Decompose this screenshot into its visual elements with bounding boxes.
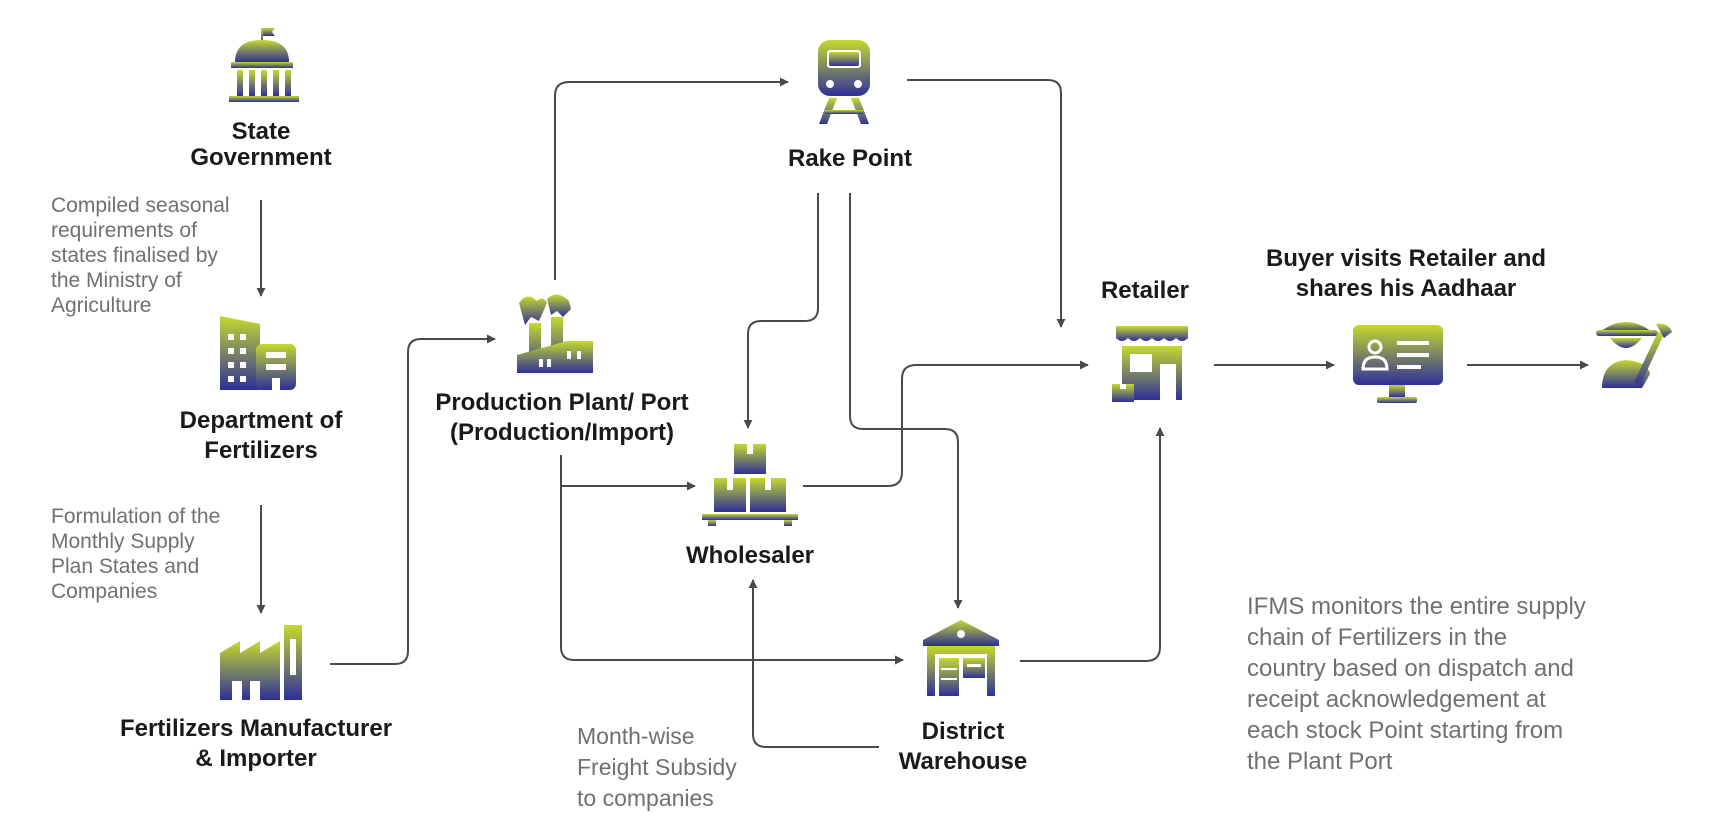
government-building-icon: [229, 28, 299, 102]
factory-icon: [220, 625, 302, 700]
buyer-label: Buyer visits Retailer and shares his Aad…: [1265, 245, 1547, 302]
warehouse-icon: [923, 620, 999, 696]
arrow-warehouse-to-retailer: [1020, 427, 1165, 662]
state-government-label: State Government: [190, 118, 332, 171]
arrow-plant-to-rake: [554, 77, 789, 280]
department-label: Department of Fertilizers: [179, 407, 343, 464]
plant-smokestack-icon: [517, 294, 593, 373]
rake-point-label: Rake Point: [787, 145, 913, 172]
arrow-rake-to-retailer: [907, 79, 1066, 328]
compiled-requirements-note: Compiled seasonal requirements of states…: [51, 194, 230, 317]
arrow-rake-to-warehouse: [849, 193, 963, 609]
arrow-plant-to-wholesaler: [560, 455, 696, 491]
shop-icon: [1112, 326, 1188, 402]
train-icon: [818, 40, 870, 124]
arrow-warehouse-to-wholesaler: [748, 579, 879, 748]
retailer-label: Retailer: [1100, 277, 1190, 304]
arrow-rake-to-wholesaler: [743, 193, 819, 429]
office-building-icon: [220, 316, 296, 390]
id-card-monitor-icon: [1353, 325, 1443, 403]
ifms-description: IFMS monitors the entire supply chain of…: [1247, 593, 1586, 775]
farmer-icon: [1596, 322, 1672, 388]
arrow-wholesaler-to-retailer: [803, 360, 1089, 487]
district-warehouse-label: District Warehouse: [898, 718, 1028, 775]
wholesaler-label: Wholesaler: [685, 542, 815, 569]
arrow-manufacturer-to-plant: [330, 334, 496, 665]
formulation-note: Formulation of the Monthly Supply Plan S…: [51, 505, 221, 603]
manufacturer-label: Fertilizers Manufacturer & Importer: [119, 715, 393, 772]
boxes-pallet-icon: [702, 444, 798, 526]
arrow-plant-to-warehouse: [560, 486, 904, 665]
production-plant-label: Production Plant/ Port (Production/Impor…: [435, 389, 689, 446]
freight-subsidy-note: Month-wise Freight Subsidy to companies: [577, 723, 737, 811]
